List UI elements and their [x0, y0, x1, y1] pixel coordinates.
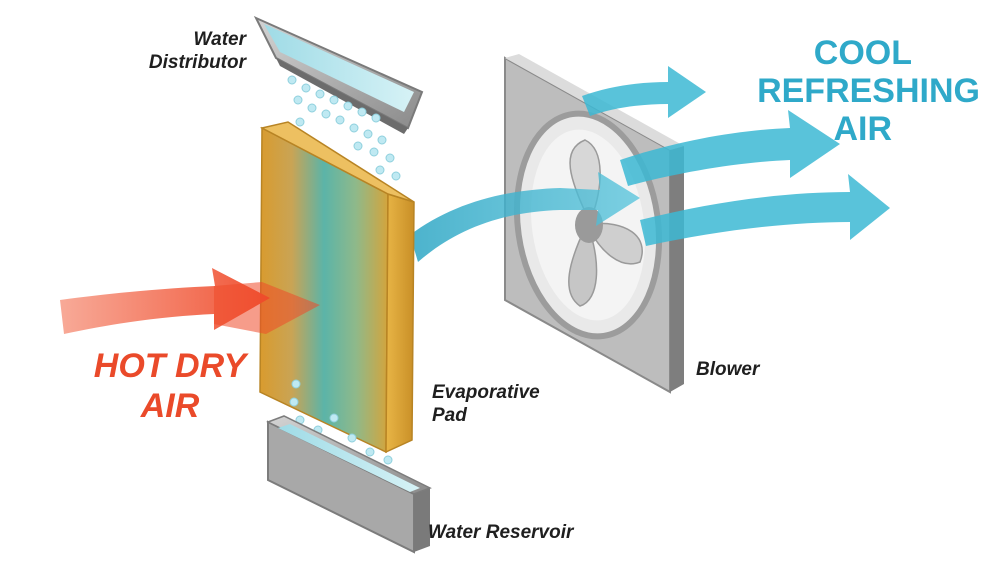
hot-dry-air-label: HOT DRY AIR: [70, 346, 270, 426]
cool-refreshing-air-label: COOL REFRESHING AIR: [700, 34, 980, 148]
cool-air-arrow-into-fan: [410, 172, 640, 262]
cool-air-arrow-top: [582, 66, 706, 118]
cool-refreshing-air-label-line3: AIR: [833, 110, 892, 148]
hot-air-arrow-overlay: [214, 282, 320, 334]
evaporative-pad-label: Evaporative Pad: [432, 381, 540, 427]
water-reservoir-label: Water Reservoir: [428, 522, 574, 543]
blower-label: Blower: [696, 359, 760, 380]
water-distributor-label: Water Distributor: [120, 28, 246, 74]
evaporative-pad-label-line1: Evaporative: [432, 382, 540, 403]
droplets-top: [287, 75, 401, 181]
cool-refreshing-air-label-line2: REFRESHING: [757, 72, 980, 110]
hot-dry-air-label-line2: AIR: [140, 387, 200, 425]
cool-air-arrow-middle: [620, 110, 840, 186]
evaporative-pad-label-line2: Pad: [432, 405, 467, 426]
cool-air-arrow-bottom: [640, 174, 890, 246]
cool-refreshing-air-label-line1: COOL: [813, 34, 912, 72]
fan-hub: [575, 207, 603, 243]
evaporative-pad: [259, 121, 415, 454]
cool-air-arrows: [410, 66, 890, 262]
water-distributor-label-line2: Distributor: [148, 52, 246, 73]
water-reservoir: [266, 415, 432, 554]
blower-frame-side: [670, 146, 684, 392]
hot-dry-air-label-line1: HOT DRY: [93, 347, 247, 385]
water-distributor-label-line1: Water: [193, 29, 246, 50]
